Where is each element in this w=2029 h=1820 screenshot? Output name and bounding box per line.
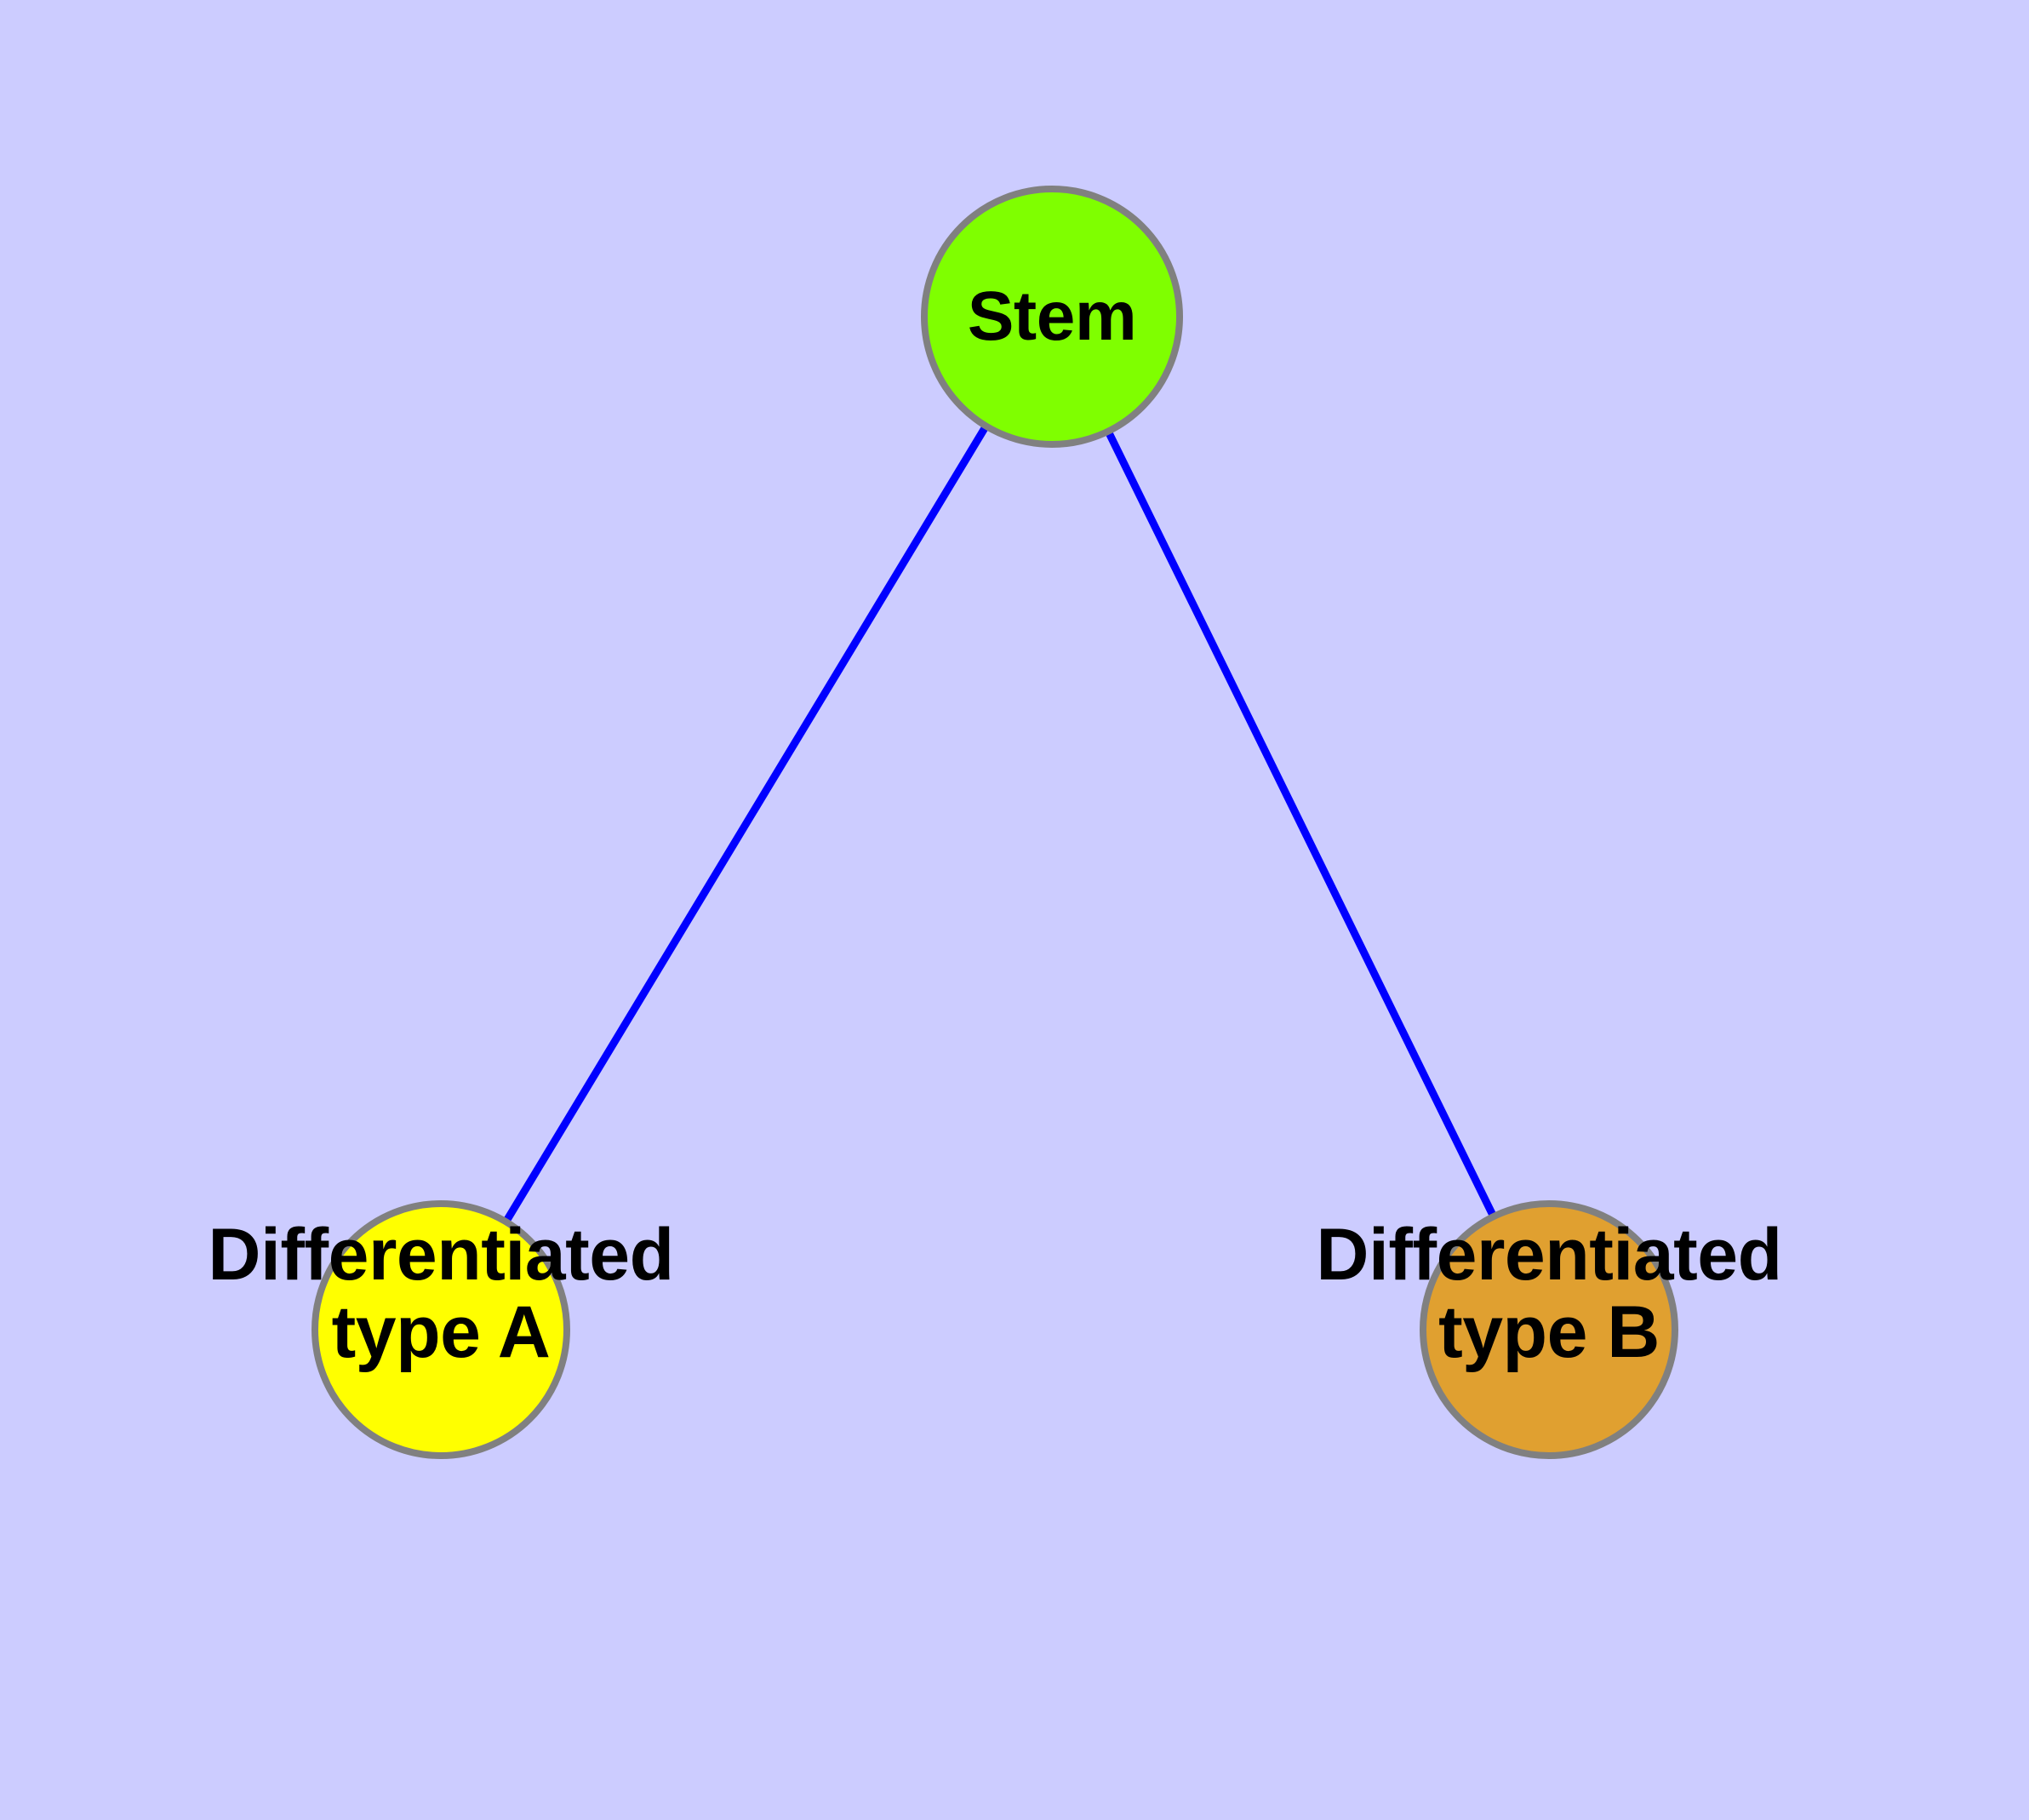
node-diff-b-circle[interactable] [1420,1200,1678,1459]
edge-stem-to-diff-a[interactable] [437,314,1055,1332]
node-layer [311,186,1678,1459]
edge-layer [437,314,1553,1332]
node-stem-circle[interactable] [921,186,1183,448]
edge-stem-to-diff-b[interactable] [1048,315,1553,1331]
node-diff-a-circle[interactable] [311,1200,570,1459]
